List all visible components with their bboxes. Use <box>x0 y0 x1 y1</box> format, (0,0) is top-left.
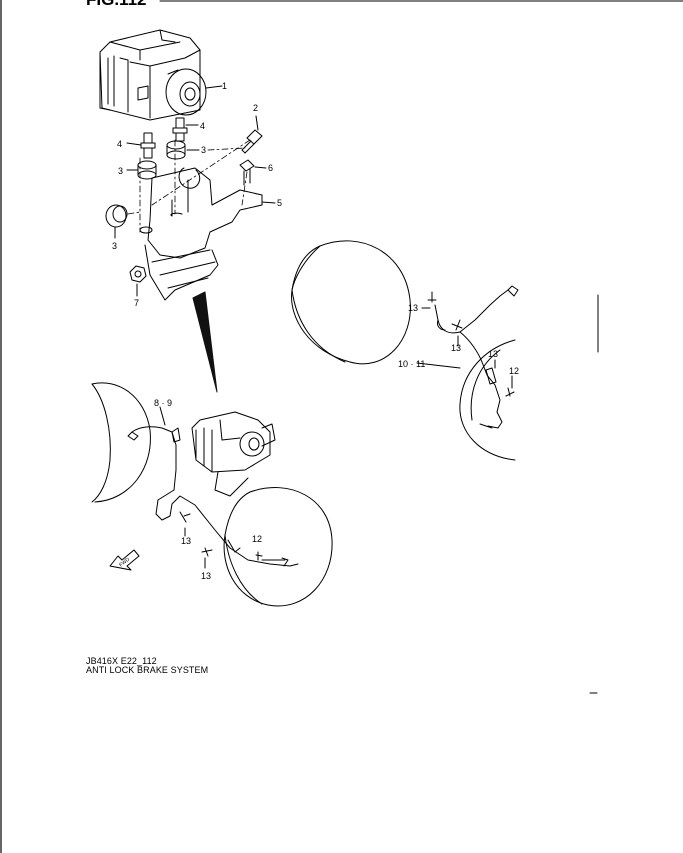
front-wheel-left <box>223 487 333 607</box>
callout-10-11: 10 · 11 <box>398 359 425 369</box>
callout-13-b: 13 <box>201 571 211 581</box>
callout-1: 1 <box>222 81 227 91</box>
rear-wheel-left <box>91 382 151 503</box>
callout-12-a: 12 <box>252 534 262 544</box>
figure-title: FIG.112 <box>86 0 146 8</box>
fwd-label: FWD <box>118 556 131 568</box>
callout-3-b: 3 <box>118 166 123 176</box>
stud-bolt-4-right <box>172 117 199 142</box>
callout-2: 2 <box>253 103 258 113</box>
fwd-arrow-icon <box>109 549 140 571</box>
sensor-harness-right <box>416 285 519 429</box>
abs-hydraulic-unit <box>99 29 223 121</box>
callout-13-e: 13 <box>408 303 418 313</box>
callout-13-a: 13 <box>181 536 191 546</box>
bolt-6 <box>239 159 267 186</box>
callout-12-b: 12 <box>509 366 519 376</box>
assembly-pointer <box>192 291 218 393</box>
sensor-harness-left <box>127 426 299 569</box>
bolt-2 <box>241 115 263 154</box>
callout-3-c: 3 <box>112 241 117 251</box>
grommet-3-a <box>166 140 200 160</box>
nut-7 <box>129 265 147 297</box>
callout-8-9: 8 · 9 <box>154 398 172 408</box>
callout-6: 6 <box>268 163 273 173</box>
bracket-5 <box>139 167 276 301</box>
diagram-caption: ANTI LOCK BRAKE SYSTEM <box>86 665 209 675</box>
front-wheel-right <box>291 240 411 365</box>
callout-3-a: 3 <box>201 145 206 155</box>
callout-7: 7 <box>134 298 139 308</box>
callout-4-left: 4 <box>117 139 122 149</box>
stud-bolt-4-left <box>126 132 156 159</box>
grommet-3-c <box>105 204 128 239</box>
rear-wheel-right <box>459 339 516 461</box>
grommet-3-b <box>126 160 157 180</box>
callout-4-right: 4 <box>200 121 205 131</box>
abs-unit-small <box>191 411 276 497</box>
callout-5: 5 <box>277 198 282 208</box>
callout-13-g: 13 <box>488 349 498 359</box>
callout-labels: 1 2 4 4 3 3 6 5 3 7 13 13 10 · 11 13 12 … <box>112 81 519 581</box>
diagram-code: JB416X E22_112 <box>86 656 157 666</box>
callout-13-f: 13 <box>451 343 461 353</box>
